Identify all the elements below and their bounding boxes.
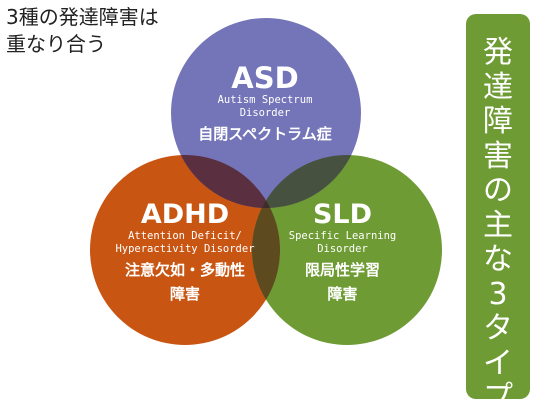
side-char: 発	[483, 35, 513, 70]
sld-ja-line2: 障害	[327, 285, 358, 303]
sld-ja-line1: 限局性学習	[304, 261, 380, 279]
adhd-circle	[90, 155, 280, 345]
asd-label-group: ASD Autism Spectrum Disorder 自閉スペクトラム症	[170, 62, 360, 144]
adhd-ja-line1: 注意欠如・多動性	[124, 261, 245, 279]
side-char: 達	[483, 69, 513, 105]
asd-en-line2: Disorder	[239, 107, 291, 119]
side-panel-title: 発 達 障 害 の 主 な 3 タ イ プ	[466, 35, 530, 416]
headline-line1: 3種の発達障害は	[6, 5, 159, 29]
sld-en-line2: Disorder	[317, 243, 368, 255]
side-char: タ	[483, 311, 513, 346]
side-panel: 発 達 障 害 の 主 な 3 タ イ プ	[466, 14, 530, 415]
headline-line2: 重なり合う	[6, 32, 106, 56]
adhd-en-line1: Attention Deficit/	[128, 230, 242, 242]
asd-abbr: ASD	[231, 61, 299, 95]
asd-en-line1: Autism Spectrum	[217, 94, 313, 106]
side-char: の	[483, 173, 513, 208]
side-char: 害	[483, 138, 513, 174]
headline: 3種の発達障害は 重なり合う	[6, 4, 159, 58]
sld-abbr: SLD	[312, 199, 373, 230]
side-char: 3	[488, 276, 508, 312]
side-char: な	[483, 242, 513, 277]
side-char: プ	[483, 380, 513, 415]
adhd-label-group: ADHD Attention Deficit/ Hyperactivity Di…	[90, 200, 280, 304]
sld-circle	[252, 155, 442, 345]
sld-label-group: SLD Specific Learning Disorder 限局性学習 障害	[250, 200, 435, 304]
sld-en-line1: Specific Learning	[288, 230, 397, 242]
asd-ja-line1: 自閉スペクトラム症	[198, 125, 332, 143]
adhd-abbr: ADHD	[140, 199, 230, 230]
side-char: 障	[483, 104, 513, 139]
side-char: 主	[483, 207, 513, 243]
asd-circle	[171, 18, 361, 208]
side-char: イ	[483, 345, 513, 381]
adhd-ja-line2: 障害	[169, 285, 200, 303]
adhd-en-line2: Hyperactivity Disorder	[115, 243, 255, 255]
